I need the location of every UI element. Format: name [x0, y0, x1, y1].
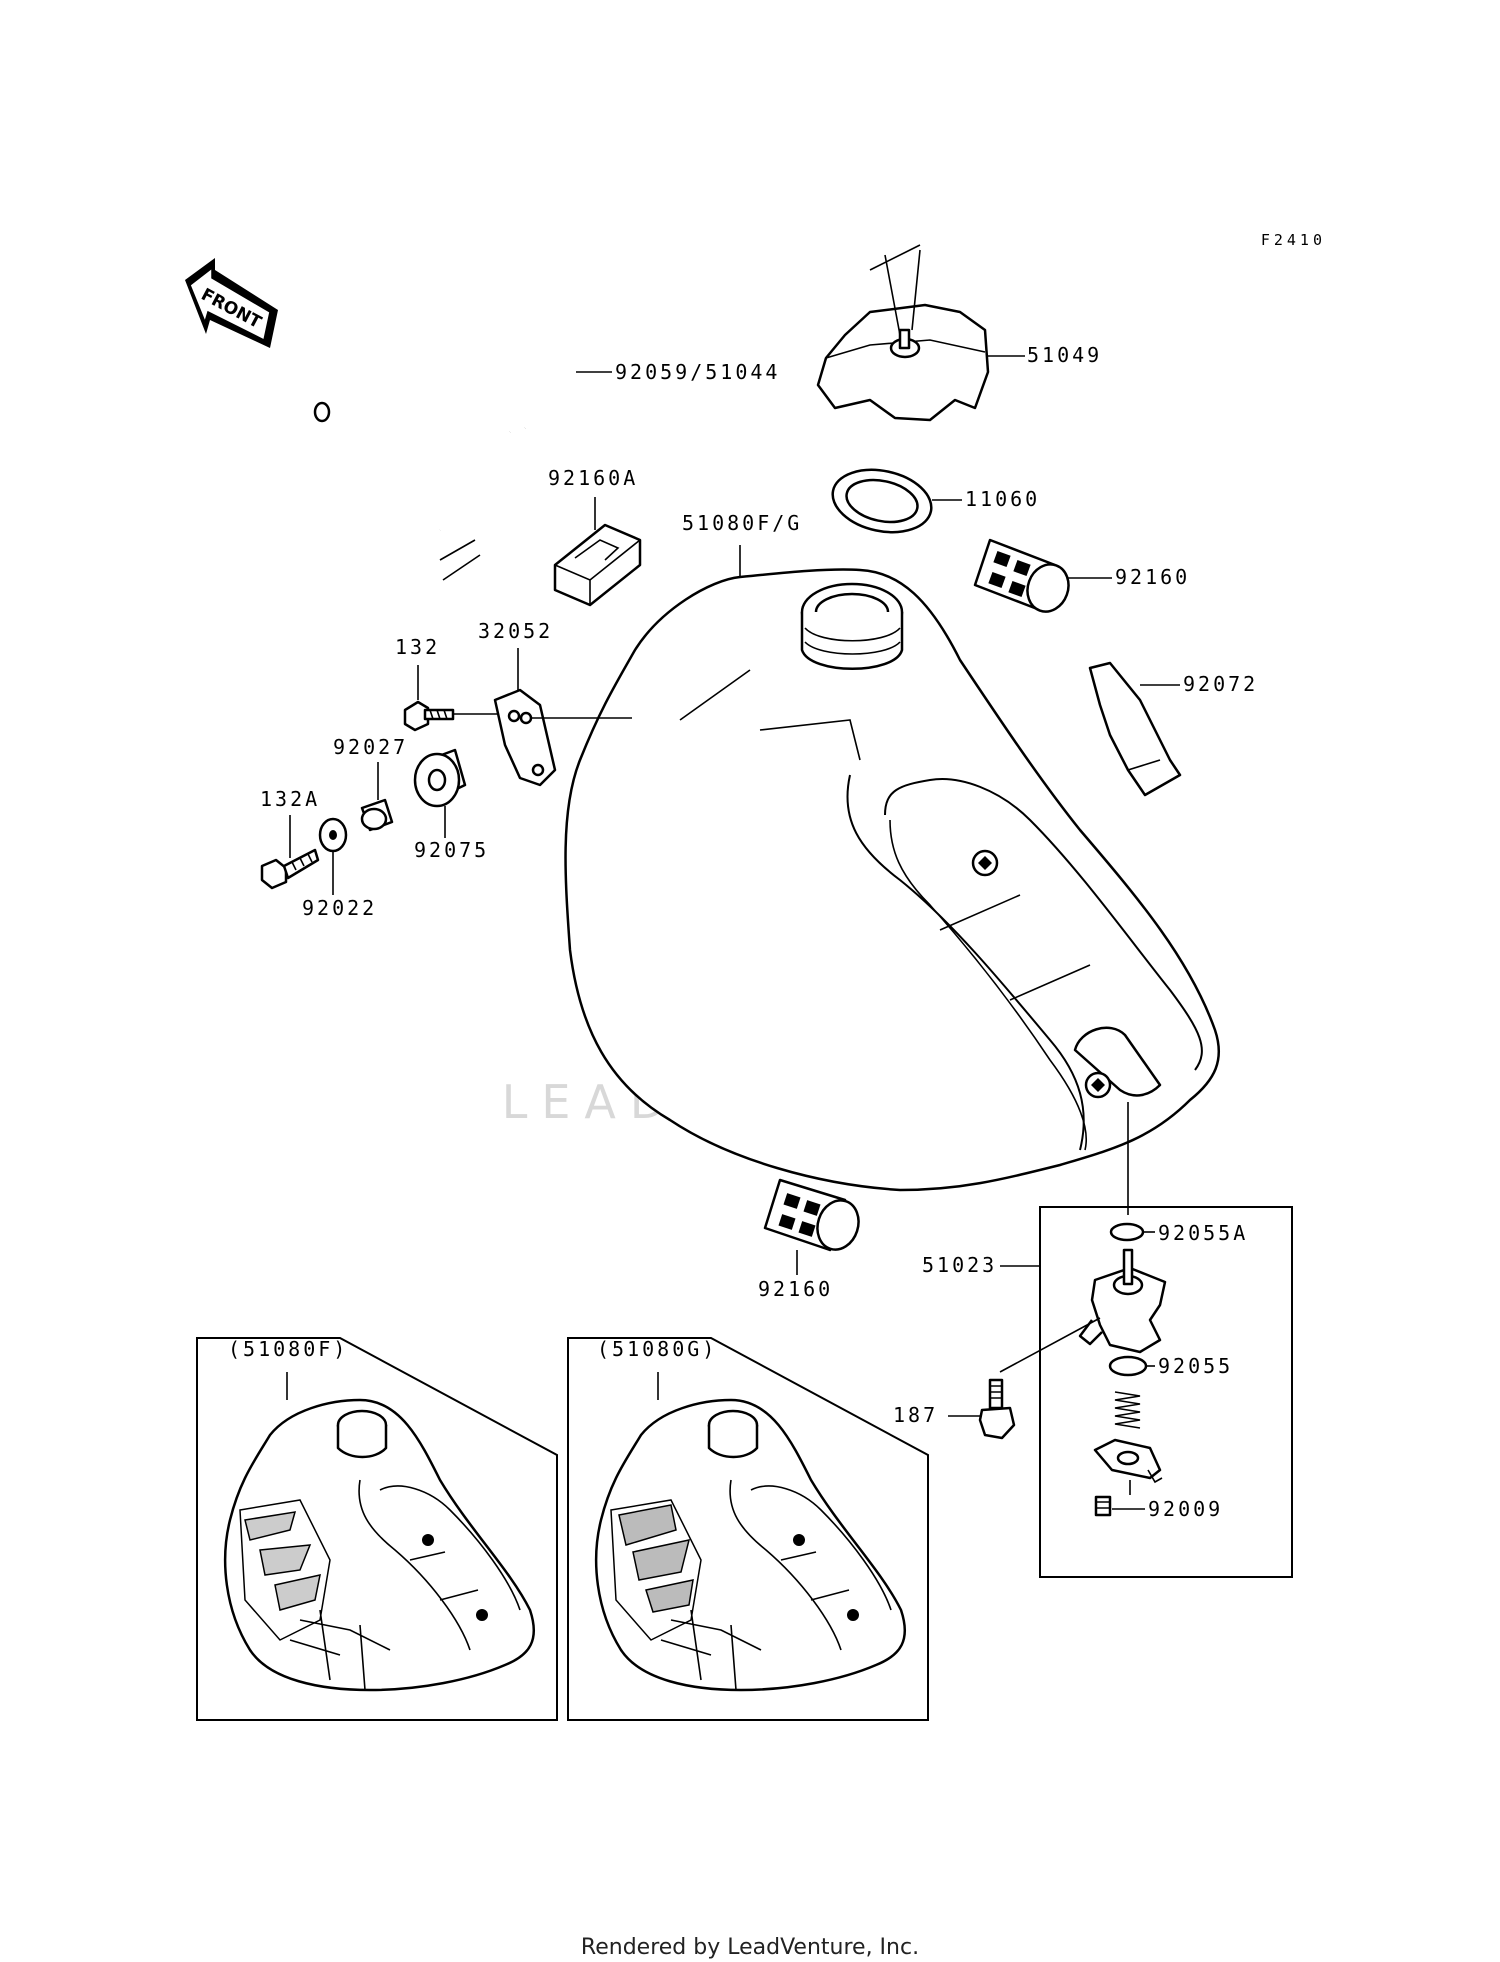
variant-51080g-inset: [567, 1337, 929, 1721]
label-bolt-187: 187: [893, 1403, 938, 1427]
tank-bracket: [493, 648, 632, 787]
label-washer: 92022: [302, 896, 377, 920]
label-bolt-132: 132: [395, 635, 440, 659]
variant-51080f-inset: [196, 1337, 558, 1721]
label-screw: 92009: [1148, 1497, 1223, 1521]
label-strap: 92072: [1183, 672, 1258, 696]
collar: [360, 762, 394, 832]
tank-strap: [1088, 661, 1182, 797]
label-cock: 51023: [922, 1253, 997, 1277]
cap-gasket: [831, 468, 962, 534]
bolt-132: [403, 665, 510, 732]
label-cap: 51049: [1027, 343, 1102, 367]
label-bracket: 32052: [478, 619, 553, 643]
bolt-187: [948, 1378, 1016, 1440]
label-gasket: 11060: [965, 487, 1040, 511]
label-oring: 92055: [1158, 1354, 1233, 1378]
variant-right-label: (51080G): [597, 1337, 717, 1361]
front-arrow-icon: FRONT: [185, 258, 278, 348]
label-tank: 51080F/G: [682, 511, 802, 535]
variant-left-label: (51080F): [228, 1337, 348, 1361]
fuel-filter-bottom: [763, 1178, 860, 1275]
label-filter-top: 92160: [1115, 565, 1190, 589]
fuel-filter-top: [973, 538, 1112, 613]
label-filter-bottom: 92160: [758, 1277, 833, 1301]
rubber-damper: [413, 748, 467, 838]
tank-pad: [553, 497, 642, 607]
footer-credit: Rendered by LeadVenture, Inc.: [580, 1935, 920, 1960]
label-oring-a: 92055A: [1158, 1221, 1248, 1245]
fuel-cap: [816, 244, 1025, 422]
label-damper: 92075: [414, 838, 489, 862]
fuel-tank: [564, 545, 1220, 1192]
bolt-132a: [260, 815, 320, 890]
fuel-hose: [313, 315, 612, 581]
figure-code: F2410: [1261, 231, 1326, 249]
label-pad: 92160A: [548, 466, 638, 490]
label-bolt-132a: 132A: [260, 787, 320, 811]
label-collar: 92027: [333, 735, 408, 759]
label-hose: 92059/51044: [615, 360, 780, 384]
fuel-cock-assembly: [999, 1102, 1293, 1578]
washer: [318, 817, 348, 895]
